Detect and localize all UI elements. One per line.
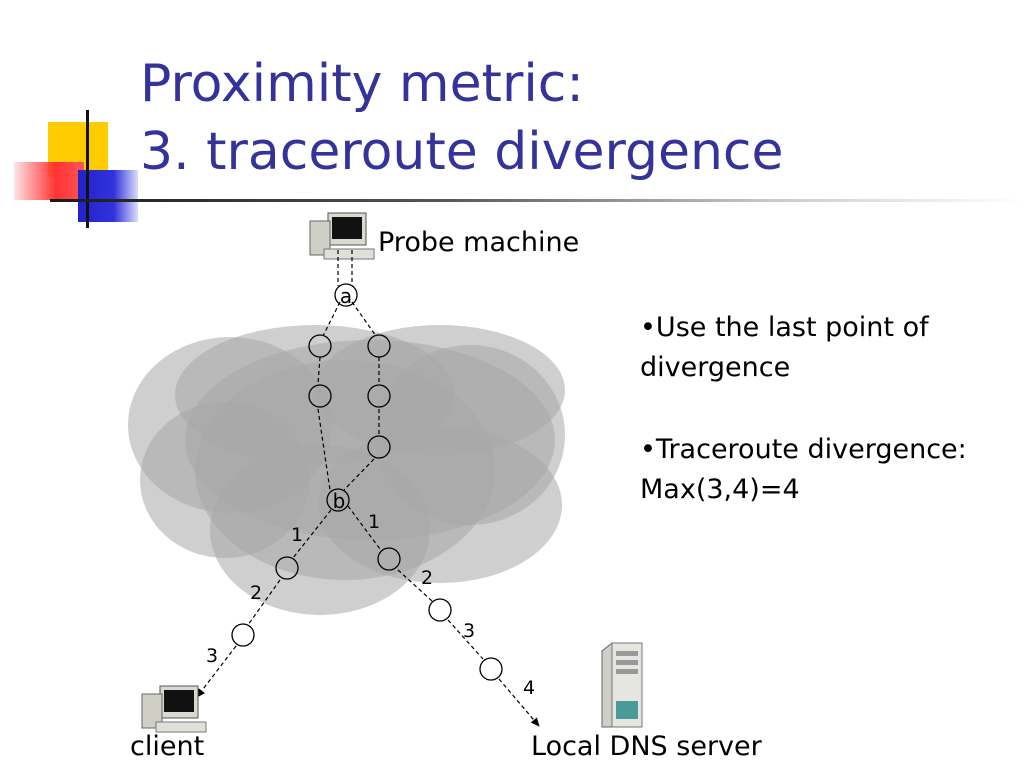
bullet-list: •Use the last point of divergence •Trace… [640,308,1012,552]
bullet-item: •Traceroute divergence: Max(3,4)=4 [640,430,1012,510]
router-node [428,598,452,622]
probe-computer-icon [309,212,375,260]
title-underline [50,199,1024,202]
router-node [479,657,503,681]
router-node [367,384,391,408]
router-node [367,435,391,459]
bullet-line: •Traceroute divergence: [640,434,967,465]
bullet-line: •Use the last point of [640,312,929,343]
bullet-line: Max(3,4)=4 [640,474,800,505]
slide-title-line-2: 3. traceroute divergence [140,122,784,182]
router-node [377,547,401,571]
slide-title-line-1: Proximity metric: [140,54,584,114]
dns-hop-label: 2 [421,567,433,589]
dns-hop-label: 3 [463,620,475,642]
network-cloud [128,325,565,615]
node-b-label: b [333,489,346,513]
router-node [326,488,350,512]
node-a-label: a [340,284,352,308]
client-hop-label: 1 [291,524,303,546]
bullet-line: divergence [640,352,791,383]
client-label: client [130,731,204,762]
client-hop-label: 2 [250,582,262,604]
router-node [231,623,255,647]
router-node [334,283,358,307]
probe-machine-label: Probe machine [378,227,579,258]
router-node [308,334,332,358]
client-computer-icon [141,685,207,733]
dns-server-label: Local DNS server [531,731,763,762]
bullet-item: •Use the last point of divergence [640,308,1012,388]
dns-hop-label: 1 [368,511,380,533]
router-nodes [231,283,503,681]
dns-server-icon [601,642,643,728]
router-node [308,384,332,408]
slide-title: Proximity metric: 3. traceroute divergen… [140,50,784,186]
title-ornament-line [86,110,89,228]
dns-hop-label: 4 [523,677,535,699]
router-node [367,334,391,358]
traceroute-paths [196,250,540,727]
client-hop-label: 3 [206,645,218,667]
router-node [275,556,299,580]
title-ornament-red [14,162,84,200]
